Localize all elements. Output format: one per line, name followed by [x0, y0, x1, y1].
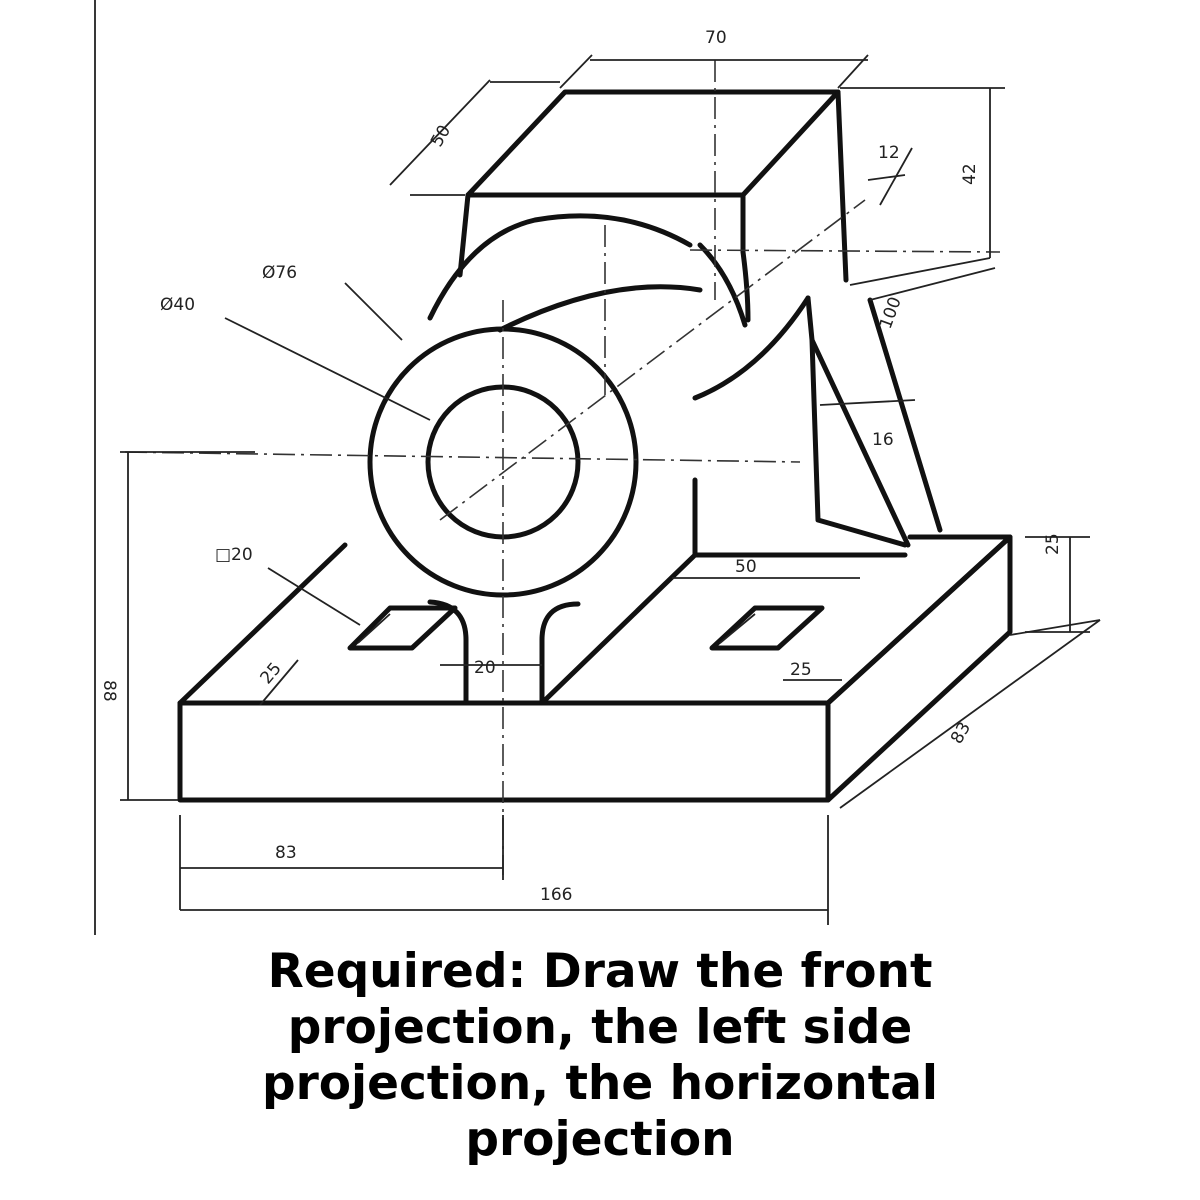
dim-rib-thickness: 12 [878, 143, 900, 163]
dim-half-length: 83 [275, 843, 297, 863]
caption-line-1: Required: Draw the front [267, 944, 933, 999]
dim-inner-diameter: Ø40 [160, 295, 195, 315]
dim-hole-offset-right: 25 [790, 660, 812, 680]
dim-slot-width: 20 [474, 658, 496, 678]
caption-line-2: projection, the left side [287, 1000, 913, 1055]
dim-hole-spacing: 50 [735, 557, 757, 577]
dim-base-height: 25 [1043, 533, 1063, 555]
dim-hole-offset-left: 25 [257, 659, 286, 688]
cylinder [367, 213, 703, 598]
dim-block-height: 42 [960, 163, 980, 185]
dim-rib-width: 16 [872, 430, 894, 450]
dim-outer-diameter: Ø76 [262, 263, 297, 283]
caption-line-3: projection, the horizontal [261, 1056, 939, 1111]
dim-overall-height: 88 [99, 680, 119, 702]
center-lines [124, 60, 1001, 875]
base-plate [177, 477, 1013, 803]
dim-base-depth: 83 [947, 719, 975, 748]
task-caption: Required: Draw the front projection, the… [100, 944, 1100, 1168]
dim-rib-length: 100 [876, 294, 906, 331]
dim-square-hole: □20 [215, 545, 253, 565]
technical-drawing: 70 50 12 42 Ø76 Ø40 100 16 □20 20 25 25 … [94, 0, 1101, 935]
dim-block-depth: 50 [427, 122, 455, 151]
square-hole-right [709, 605, 825, 651]
dimension-lines [120, 54, 1101, 925]
top-block [457, 89, 849, 328]
dim-overall-length: 166 [540, 885, 572, 905]
square-hole-left [347, 605, 458, 651]
support-rib [692, 295, 943, 548]
caption-line-4: projection [465, 1112, 735, 1167]
dim-top-length: 70 [705, 28, 727, 48]
